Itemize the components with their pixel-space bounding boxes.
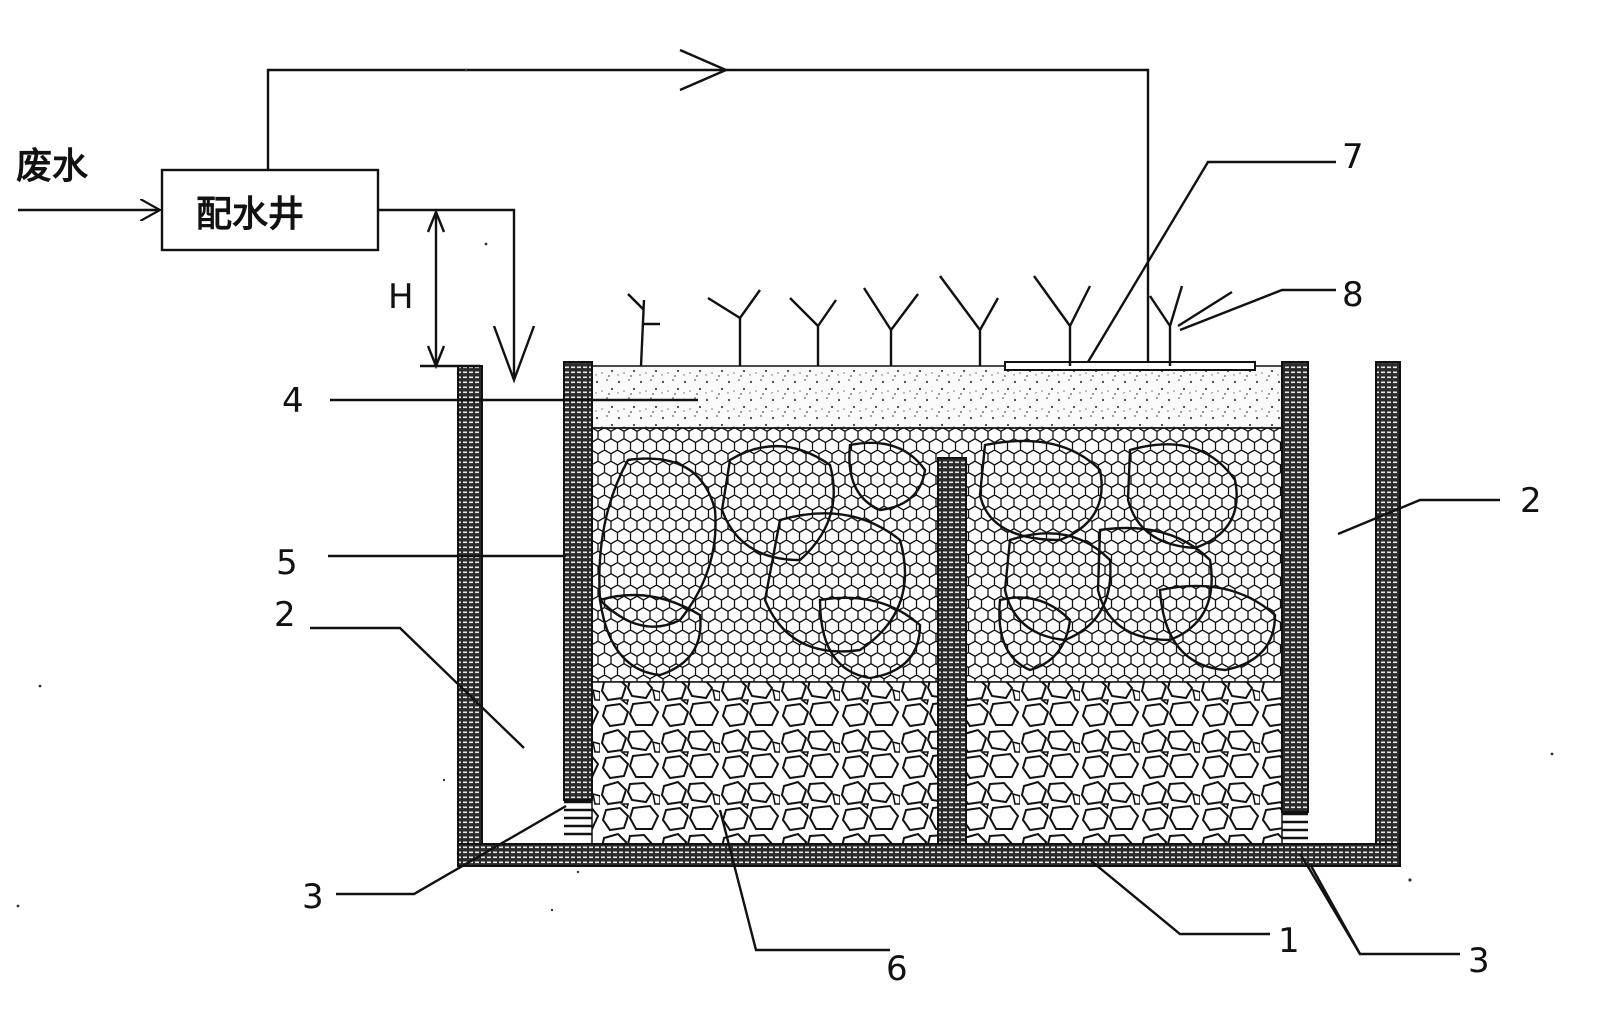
bypass-arrow-head bbox=[679, 48, 730, 92]
base-slab bbox=[457, 843, 1401, 867]
callout-4: 4 bbox=[282, 381, 304, 421]
callout-6: 6 bbox=[886, 949, 908, 989]
callout-7: 7 bbox=[1342, 137, 1364, 177]
height-label: H bbox=[388, 277, 414, 317]
distribution-well-label: 配水井 bbox=[196, 194, 304, 235]
flow-lines bbox=[18, 48, 1150, 384]
bypass-line bbox=[266, 68, 1150, 362]
callout-2-right: 2 bbox=[1520, 481, 1542, 521]
distribution-pipe bbox=[1004, 361, 1256, 371]
specks bbox=[16, 68, 1554, 912]
sand-layer bbox=[591, 365, 1283, 429]
leader-lines bbox=[310, 160, 1500, 956]
middle-partition bbox=[937, 457, 967, 845]
outer-wall-right bbox=[1375, 361, 1401, 867]
feed-line bbox=[378, 208, 516, 378]
callout-1: 1 bbox=[1278, 921, 1300, 961]
feed-arrow-head bbox=[492, 325, 536, 384]
waste-water-label: 废水 bbox=[16, 146, 89, 187]
bottom-opening-left bbox=[564, 800, 592, 836]
inner-wall-right bbox=[1281, 361, 1309, 813]
callout-3-left: 3 bbox=[302, 877, 324, 917]
callout-8: 8 bbox=[1342, 275, 1364, 315]
bottom-opening-right bbox=[1282, 812, 1308, 840]
callout-5: 5 bbox=[276, 543, 298, 583]
height-dimension bbox=[420, 208, 480, 370]
callout-2-left: 2 bbox=[274, 595, 296, 635]
callout-3-right: 3 bbox=[1468, 941, 1490, 981]
plants bbox=[627, 275, 1233, 367]
outer-wall-left bbox=[457, 365, 483, 867]
distribution-well-box bbox=[160, 168, 380, 252]
inner-wall-left bbox=[563, 361, 593, 801]
